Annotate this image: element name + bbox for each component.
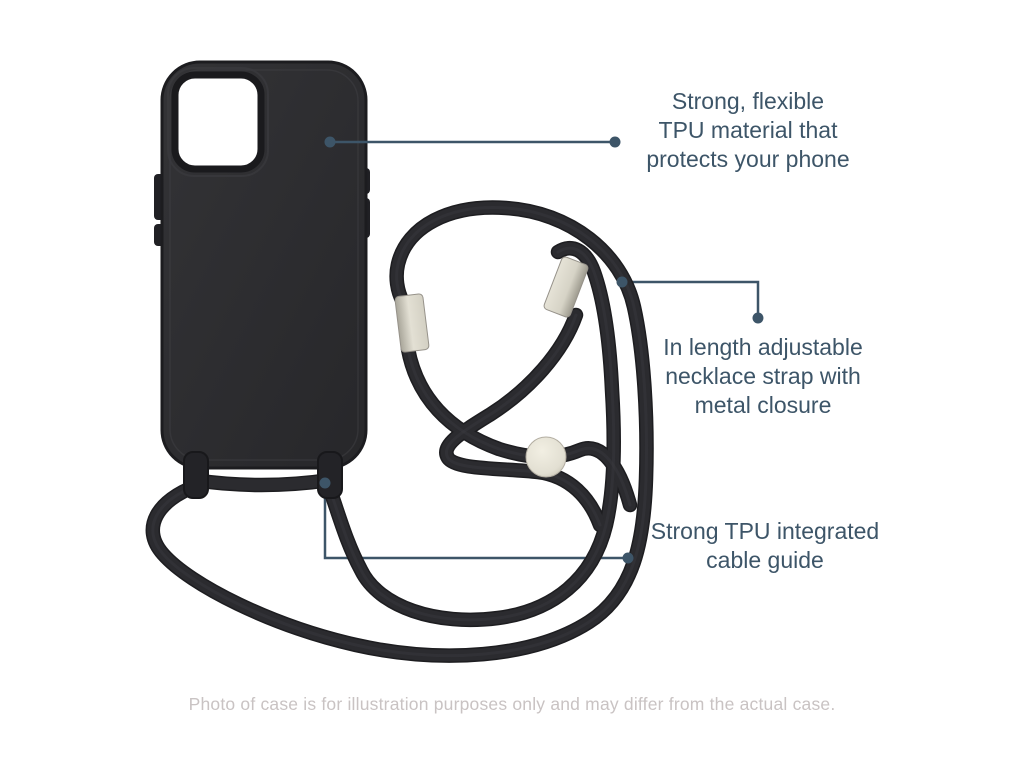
metal-closure-tip-left: [394, 293, 430, 353]
metal-closure-tip-right: [543, 256, 589, 318]
annotation-line: necklace strap with: [665, 363, 861, 389]
leader-line-guide: [323, 483, 628, 560]
annotation-cable-guide: Strong TPU integrated cable guide: [620, 517, 910, 575]
leader-line-strap: [622, 280, 760, 316]
annotation-tpu-material: Strong, flexible TPU material that prote…: [618, 87, 878, 174]
case-inner-lip: [169, 69, 359, 461]
camera-cutout: [171, 71, 265, 173]
annotation-necklace-strap: In length adjustable necklace strap with…: [628, 333, 898, 420]
leader-dots: [319, 136, 764, 564]
annotation-line: metal closure: [694, 392, 832, 418]
cable-guide-right: [317, 451, 343, 499]
annotation-line: Strong TPU integrated: [650, 518, 880, 544]
annotation-line: In length adjustable: [663, 334, 863, 360]
phone-case: [154, 60, 370, 470]
disclaimer-text: Photo of case is for illustration purpos…: [188, 694, 836, 714]
leader-lines: [323, 140, 760, 560]
annotation-line: TPU material that: [658, 117, 838, 143]
cable-guide-left: [183, 451, 209, 499]
annotation-line: protects your phone: [646, 146, 850, 172]
camera-cutout-ring: [167, 67, 269, 177]
annotation-line: cable guide: [706, 547, 824, 573]
adjuster-bead: [525, 436, 567, 478]
annotation-line: Strong, flexible: [671, 88, 825, 114]
